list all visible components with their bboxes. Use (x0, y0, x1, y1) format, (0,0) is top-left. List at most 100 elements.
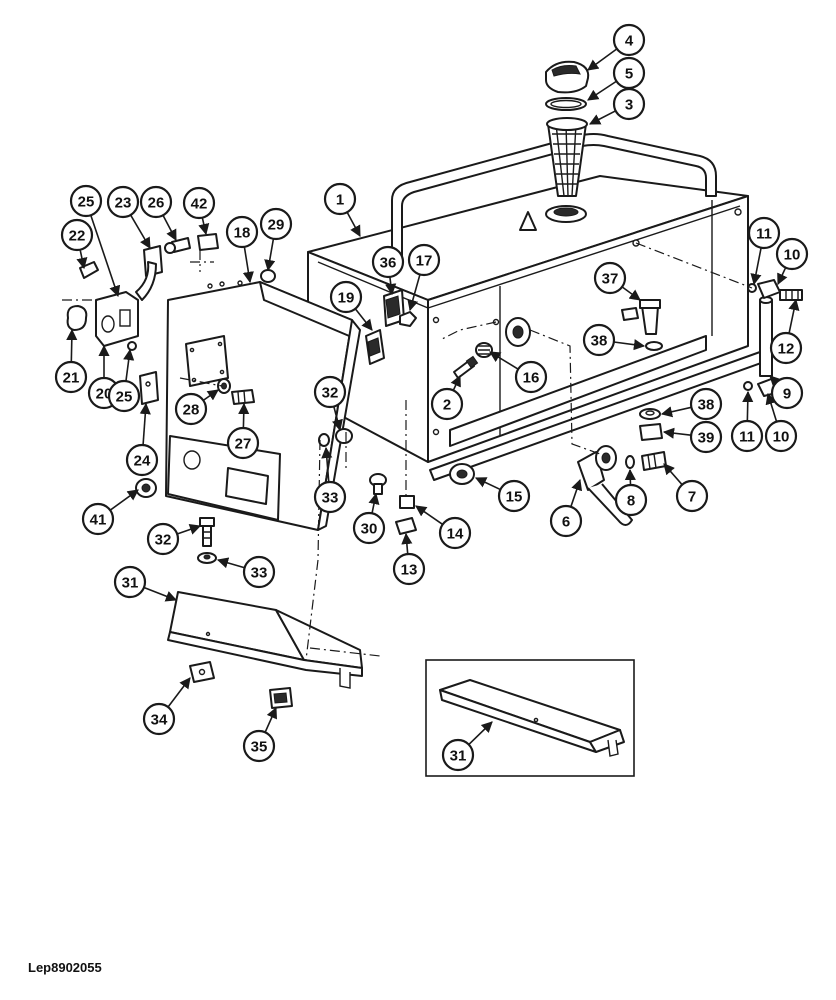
tank-handle (391, 133, 717, 263)
clip-bottom (269, 687, 293, 709)
callout-circle (549, 504, 583, 538)
callout-leader (216, 557, 245, 569)
callout-7: 7 (663, 463, 709, 513)
callout-number: 35 (251, 739, 268, 756)
cap-nut (197, 233, 219, 251)
callout-circle (675, 479, 709, 513)
washer-side (318, 433, 330, 447)
callout-circle (612, 56, 646, 90)
filler-cap (545, 60, 590, 94)
callout-leader (474, 477, 501, 491)
bolt-loose (199, 517, 215, 547)
callout-leader (90, 214, 121, 298)
latch-assembly (95, 261, 157, 347)
callout-10: 10 (764, 392, 798, 453)
callout-34: 34 (142, 677, 191, 736)
callout-8: 8 (614, 468, 648, 517)
catch (139, 371, 159, 405)
callout-23: 23 (106, 185, 151, 249)
callout-number: 25 (116, 389, 133, 406)
fitting (475, 342, 493, 358)
callout-4: 4 (587, 23, 646, 71)
callout-42: 42 (182, 186, 216, 236)
callout-leader (321, 446, 333, 483)
callout-circle (764, 419, 798, 453)
callout-14: 14 (415, 505, 472, 550)
callout-number: 4 (625, 33, 634, 50)
callout-number: 31 (122, 575, 139, 592)
callout-27: 27 (226, 402, 260, 460)
callout-circle (407, 243, 441, 277)
callout-number: 24 (134, 453, 151, 470)
callout-number: 22 (69, 228, 86, 245)
strainer (546, 117, 588, 197)
callout-circle (174, 392, 208, 426)
callout-number: 16 (523, 370, 540, 387)
callout-leader (162, 214, 177, 241)
callout-leader (624, 468, 636, 486)
callout-number: 42 (191, 196, 208, 213)
callout-leader (660, 406, 692, 418)
callout-circle (392, 552, 426, 586)
nut-bottom (395, 517, 417, 535)
clamp (189, 661, 215, 683)
callout-leader (587, 48, 618, 71)
callout-25: 25 (107, 348, 141, 413)
callout-leader (468, 721, 493, 746)
callout-number: 19 (338, 290, 355, 307)
bolt-side (335, 428, 353, 444)
callout-31: 31 (441, 721, 493, 772)
callout-leader (765, 392, 778, 422)
callout-circle (593, 261, 627, 295)
callout-12: 12 (769, 298, 803, 365)
bolt-cover (369, 473, 387, 495)
callout-number: 31 (450, 748, 467, 765)
callout-3: 3 (589, 87, 646, 125)
callout-leader (129, 214, 151, 249)
callout-33: 33 (313, 446, 347, 514)
nut-lower (639, 423, 663, 441)
callout-number: 14 (447, 526, 464, 543)
washer-loose (197, 552, 217, 564)
callout-circle (313, 480, 347, 514)
bolt-latch (164, 237, 191, 254)
callout-leader (264, 238, 276, 272)
callout-leader (139, 402, 151, 446)
callout-number: 11 (756, 226, 772, 243)
sender-unit (505, 317, 531, 347)
callout-leader (587, 80, 617, 101)
callout-number: 39 (698, 430, 715, 447)
screw-latch (127, 341, 137, 351)
callout-39: 39 (662, 420, 723, 454)
callout-circle (142, 702, 176, 736)
callout-leader (621, 286, 641, 301)
callout-circle (747, 216, 781, 250)
callout-number: 38 (591, 333, 608, 350)
callout-28: 28 (174, 389, 219, 426)
callout-6: 6 (549, 478, 583, 538)
callout-31: 31 (113, 565, 178, 602)
callout-13: 13 (392, 532, 426, 586)
washer-lower (639, 408, 661, 420)
callout-leader (76, 249, 88, 270)
callout-leader (788, 298, 800, 334)
callout-circle (430, 387, 464, 421)
callout-number: 25 (78, 194, 95, 211)
callout-21: 21 (54, 328, 88, 394)
callout-29: 29 (259, 207, 293, 272)
callout-circle (329, 280, 363, 314)
callout-number: 1 (336, 192, 344, 209)
callout-number: 3 (625, 97, 633, 114)
callout-37: 37 (593, 261, 641, 301)
callout-circle (225, 215, 259, 249)
callout-36: 36 (371, 245, 405, 296)
callout-number: 33 (251, 565, 268, 582)
callout-leader (368, 492, 380, 514)
callout-leader (407, 274, 421, 312)
callout-number: 33 (322, 490, 339, 507)
callout-leader (264, 706, 277, 733)
callout-circle (139, 185, 173, 219)
callout-leader (238, 402, 250, 429)
oring-lower (743, 381, 753, 391)
callout-leader (742, 390, 754, 422)
